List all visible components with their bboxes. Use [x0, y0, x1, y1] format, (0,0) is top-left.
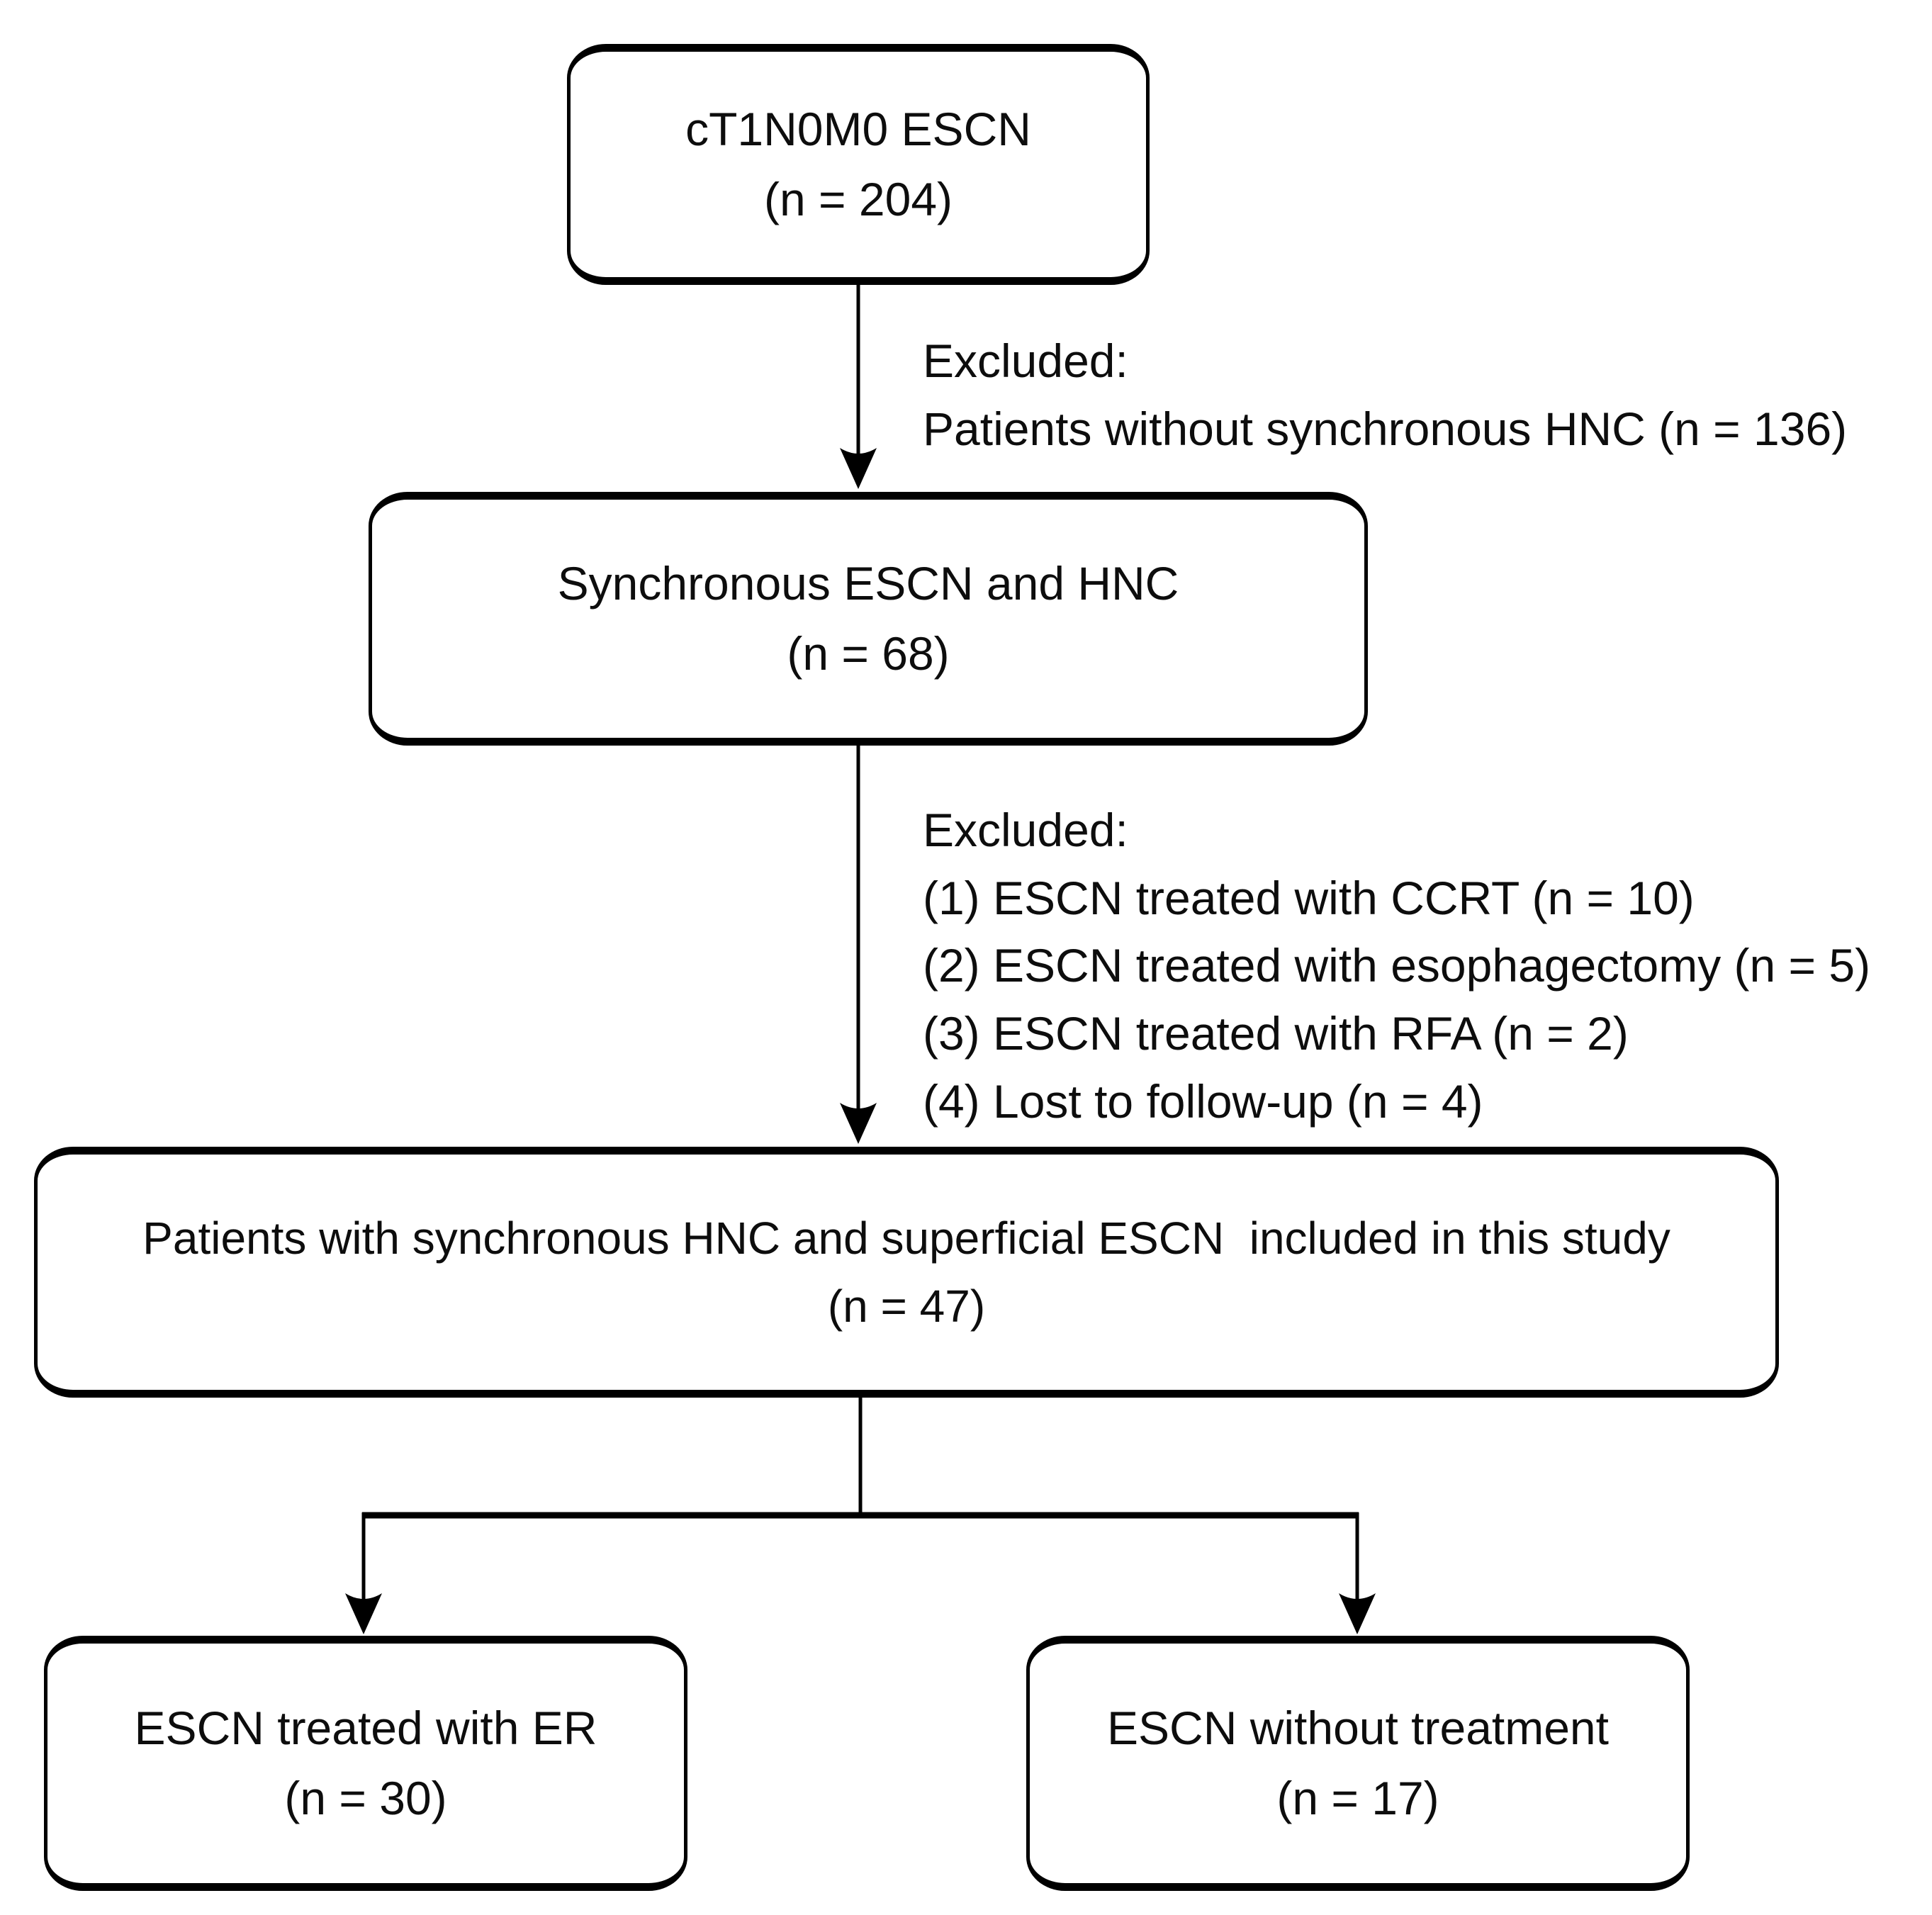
flow-box-synchronous: Synchronous ESCN and HNC (n = 68): [369, 492, 1368, 746]
exclusion-title: Excluded:: [923, 804, 1128, 856]
flow-box-initial-cohort: cT1N0M0 ESCN (n = 204): [567, 44, 1150, 285]
flow-box-included: Patients with synchronous HNC and superf…: [34, 1147, 1779, 1398]
exclusion-item: (3) ESCN treated with RFA (n = 2): [923, 1007, 1629, 1060]
box-label: Synchronous ESCN and HNC: [557, 557, 1179, 610]
exclusion-item: Patients without synchronous HNC (n = 13…: [923, 402, 1848, 455]
exclusion-title: Excluded:: [923, 335, 1128, 387]
box-count: (n = 30): [284, 1772, 447, 1824]
flow-box-treated-er: ESCN treated with ER (n = 30): [44, 1636, 687, 1891]
box-count: (n = 204): [764, 173, 953, 225]
box-label: Patients with synchronous HNC and superf…: [142, 1213, 1670, 1264]
box-label: ESCN without treatment: [1107, 1702, 1609, 1754]
box-count: (n = 17): [1276, 1772, 1439, 1824]
arrowhead-2: [840, 1103, 877, 1144]
arrowhead-left: [345, 1593, 382, 1634]
box-label: cT1N0M0 ESCN: [685, 103, 1031, 155]
box-count: (n = 47): [827, 1281, 986, 1332]
exclusion-note-1: Excluded: Patients without synchronous H…: [923, 327, 1847, 463]
flow-box-no-treatment: ESCN without treatment (n = 17): [1026, 1636, 1690, 1891]
arrowhead-1: [840, 448, 877, 489]
exclusion-item: (2) ESCN treated with esophagectomy (n =…: [923, 939, 1871, 992]
exclusion-note-2: Excluded: (1) ESCN treated with CCRT (n …: [923, 797, 1870, 1135]
exclusion-item: (4) Lost to follow-up (n = 4): [923, 1074, 1483, 1128]
arrowhead-right: [1339, 1593, 1376, 1634]
box-label: ESCN treated with ER: [134, 1702, 597, 1754]
box-count: (n = 68): [787, 627, 950, 680]
exclusion-item: (1) ESCN treated with CCRT (n = 10): [923, 871, 1695, 924]
